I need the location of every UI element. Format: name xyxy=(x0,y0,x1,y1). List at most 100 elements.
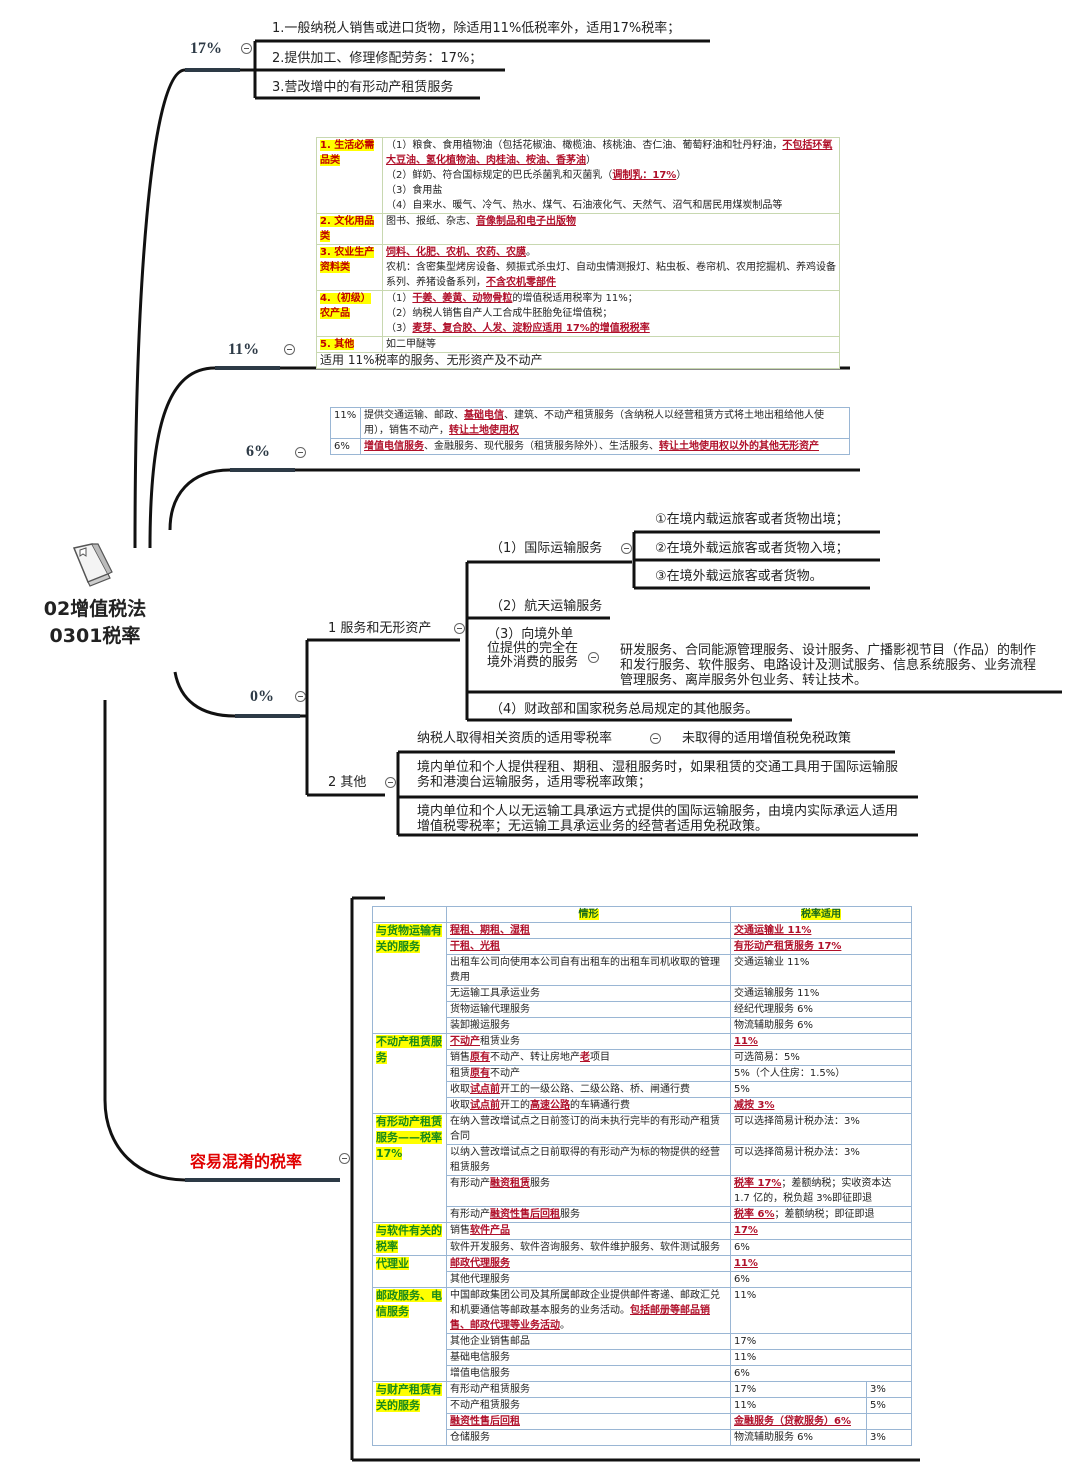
rate11-table: 1. 生活必需品类（1）粮食、食用植物油（包括花椒油、橄榄油、核桃油、杏仁油、葡… xyxy=(316,137,840,369)
text-segment: 可以选择简易计税办法：3% xyxy=(734,1116,860,1127)
situation-cell: 销售原有不动产、转让房地产老项目 xyxy=(446,1049,731,1066)
collapse-toggle-confuse[interactable] xyxy=(339,1153,350,1164)
table-row: 销售原有不动产、转让房地产老项目可选简易：5% xyxy=(373,1049,912,1066)
content-cell: （1）干姜、姜黄、动物骨粒的增值税适用税率为 11%；（2）纳税人销售自产人工合… xyxy=(382,290,840,337)
text-segment: 租赁业务 xyxy=(480,1036,520,1047)
rate17-item-2[interactable]: 2.提供加工、修理修配劳务：17%； xyxy=(272,51,483,66)
rate-cell: 减按 3% xyxy=(730,1097,912,1114)
intl-transport-node[interactable]: （1）国际运输服务 xyxy=(490,541,603,556)
situation-cell: 不动产租赁服务 xyxy=(446,1397,731,1414)
text-segment: 11% xyxy=(734,1400,757,1411)
collapse-toggle-abroad[interactable] xyxy=(588,652,599,663)
category-label: 5. 其他 xyxy=(320,339,355,350)
branch-17-label[interactable]: 17% xyxy=(190,40,222,57)
collapse-toggle-17[interactable] xyxy=(241,43,252,54)
situation-cell: 干租、光租 xyxy=(446,938,731,955)
text-segment: ；差额纳税；即征即退 xyxy=(774,1209,875,1220)
branch-6-label[interactable]: 6% xyxy=(246,443,270,460)
table-row: 收取试点前开工的高速公路的车辆通行费减按 3% xyxy=(373,1097,912,1114)
text-segment: ） xyxy=(676,170,687,181)
abroad-service-node[interactable]: （3）向境外单位提供的完全在境外消费的服务 xyxy=(487,627,579,670)
intl-item-2[interactable]: ②在境外载运旅客或者货物入境； xyxy=(655,541,849,556)
collapse-toggle-others[interactable] xyxy=(385,777,396,788)
rate-cell: 有形动产租赁服务 17% xyxy=(730,938,912,955)
situation-cell: 基础电信服务 xyxy=(446,1349,731,1366)
rate17-item-1[interactable]: 1.一般纳税人销售或进口货物，除适用11%低税率外，适用17%税率； xyxy=(272,21,681,36)
blank-header xyxy=(372,906,447,923)
other-services-node[interactable]: （4）财政部和国家税务总局规定的其他服务。 xyxy=(490,702,759,717)
text-segment: 提供交通运输、邮政、 xyxy=(364,410,464,421)
root-node[interactable]: 02增值税法0301税率 xyxy=(40,540,150,650)
intl-item-1[interactable]: ①在境内载运旅客或者货物出境； xyxy=(655,512,849,527)
space-transport-node[interactable]: （2）航天运输服务 xyxy=(490,599,603,614)
emphasis-text: 有形动产租赁服务 17% xyxy=(734,941,842,952)
table-row: 融资性售后回租金融服务（贷款服务）6% xyxy=(373,1413,912,1430)
situation-cell: 有形动产融资租赁服务 xyxy=(446,1175,731,1207)
category-cell: 4.（初级）农产品 xyxy=(316,290,383,337)
footer-cell: 适用 11%税率的服务、无形资产及不动产 xyxy=(316,352,840,369)
emphasis-text: 试点前 xyxy=(470,1100,500,1111)
collapse-toggle-intl[interactable] xyxy=(621,543,632,554)
unqualified-node[interactable]: 未取得的适用增值税免税政策 xyxy=(682,731,852,746)
others-item-2[interactable]: 境内单位和个人以无运输工具承运方式提供的国际运输服务，由境内实际承运人适用增值税… xyxy=(417,804,899,834)
situation-cell: 融资性售后回租 xyxy=(446,1413,731,1430)
collapse-toggle-0[interactable] xyxy=(295,691,306,702)
others-node[interactable]: 2 其他 xyxy=(328,775,367,790)
content-cell: 增值电信服务、金融服务、现代服务（租赁服务除外）、生活服务、转让土地使用权以外的… xyxy=(360,438,850,455)
situation-cell: 邮政代理服务 xyxy=(446,1255,731,1272)
text-segment: 6% xyxy=(734,1368,750,1379)
rate17-item-3[interactable]: 3.营改增中的有形动产租赁服务 xyxy=(272,80,454,95)
intl-item-3[interactable]: ③在境外载运旅客或者货物。 xyxy=(655,569,823,584)
text-segment: 11% xyxy=(734,1352,757,1363)
paragraph: （4）自来水、暖气、冷气、热水、煤气、石油液化气、天然气、沼气和居民用煤炭制品等 xyxy=(386,198,836,213)
text-segment: 无运输工具承运业务 xyxy=(450,988,540,999)
text-segment: 服务 xyxy=(560,1209,580,1220)
text-segment: 不动产、转让房地产 xyxy=(490,1052,580,1063)
text-segment: （2）纳税人销售自产人工合成牛胚胎免征增值税； xyxy=(386,308,613,319)
content-cell: 饲料、化肥、农机、农药、农膜。农机：含密集型烤房设备、频振式杀虫灯、自动虫情测报… xyxy=(382,244,840,291)
qualified-node[interactable]: 纳税人取得相关资质的适用零税率 xyxy=(417,731,613,746)
abroad-service-detail[interactable]: 研发服务、合同能源管理服务、设计服务、广播影视节目（作品）的制作和发行服务、软件… xyxy=(620,643,1037,688)
text-segment: 有形动产 xyxy=(450,1209,490,1220)
table-row: 11%提供交通运输、邮政、基础电信、建筑、不动产租赁服务（含纳税人以经营租赁方式… xyxy=(330,407,850,439)
situation-cell: 仓储服务 xyxy=(446,1429,731,1446)
rate-cell: 6% xyxy=(330,438,361,455)
collapse-toggle-qualified[interactable] xyxy=(650,733,661,744)
table-row: 适用 11%税率的服务、无形资产及不动产 xyxy=(316,352,840,369)
category-label: 与货物运输有关的服务 xyxy=(376,924,442,953)
root-title: 02增值税法0301税率 xyxy=(43,598,147,647)
emphasis-text: 融资租赁 xyxy=(490,1178,530,1189)
text-segment: 图书、报纸、杂志、 xyxy=(386,216,476,227)
table-row: 出租车公司向使用本公司自有出租车的出租车司机收取的管理费用交通运输业 11% xyxy=(373,954,912,986)
collapse-toggle-services[interactable] xyxy=(454,623,465,634)
text-segment: 的车辆通行费 xyxy=(570,1100,630,1111)
rate-cell: 17% xyxy=(730,1333,912,1350)
simple-rate-cell xyxy=(866,1413,912,1430)
collapse-toggle-11[interactable] xyxy=(284,344,295,355)
category-cell: 3. 农业生产资料类 xyxy=(316,244,383,291)
paragraph: 农机：含密集型烤房设备、频振式杀虫灯、自动虫情测报灯、粘虫板、卷帘机、农用挖掘机… xyxy=(386,260,836,290)
branch-11-label[interactable]: 11% xyxy=(228,341,260,358)
table-row: 2. 文化用品类图书、报纸、杂志、音像制品和电子出版物 xyxy=(316,213,840,245)
others-item-1[interactable]: 境内单位和个人提供程租、期租、湿租服务时，如果租赁的交通工具用于国际运输服务和港… xyxy=(417,760,899,790)
category-label: 3. 农业生产资料类 xyxy=(320,247,375,273)
paragraph: （2）纳税人销售自产人工合成牛胚胎免征增值税； xyxy=(386,306,836,321)
confusing-rates-label[interactable]: 容易混淆的税率 xyxy=(190,1152,303,1171)
services-node[interactable]: 1 服务和无形资产 xyxy=(328,621,432,636)
emphasis-text: 不动产 xyxy=(450,1036,480,1047)
text-segment: 17% xyxy=(734,1336,757,1347)
category-cell: 与货物运输有关的服务 xyxy=(372,922,447,1034)
emphasis-text: 干姜、姜黄、动物骨粒 xyxy=(412,293,513,304)
branch-0-label[interactable]: 0% xyxy=(250,688,274,705)
collapse-toggle-6[interactable] xyxy=(295,447,306,458)
emphasis-text: 软件产品 xyxy=(470,1225,510,1236)
emphasis-text: 音像制品和电子出版物 xyxy=(476,216,576,227)
emphasis-text: 原有 xyxy=(470,1052,490,1063)
